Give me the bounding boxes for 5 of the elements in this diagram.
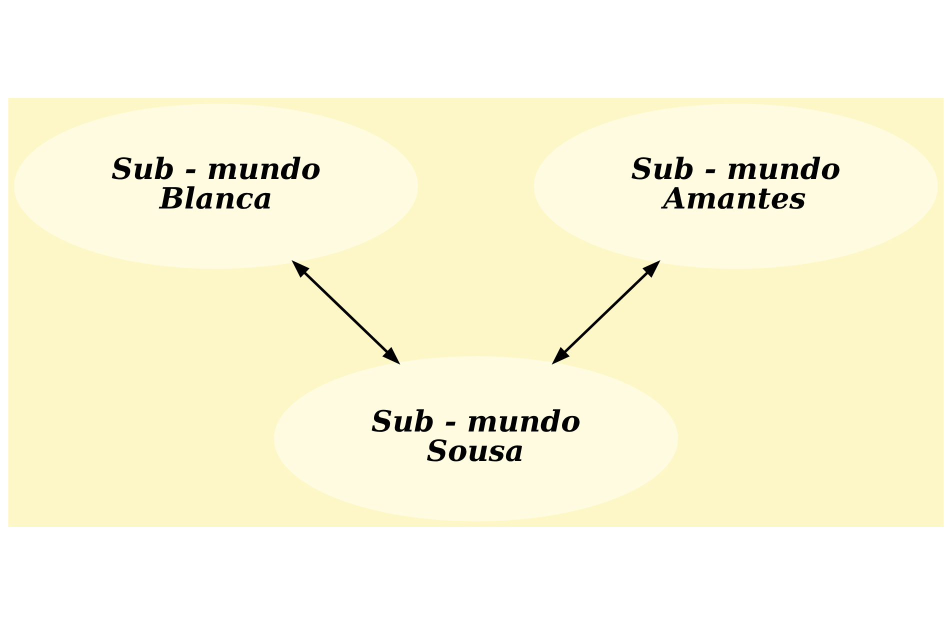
node-ellipse: Sub - mundo Sousa xyxy=(272,354,680,523)
node-ellipse: Sub - mundo Amantes xyxy=(532,102,940,270)
arrow xyxy=(292,260,400,365)
node-ellipse: Sub - mundo Blanca xyxy=(12,102,420,270)
arrow xyxy=(552,260,660,365)
